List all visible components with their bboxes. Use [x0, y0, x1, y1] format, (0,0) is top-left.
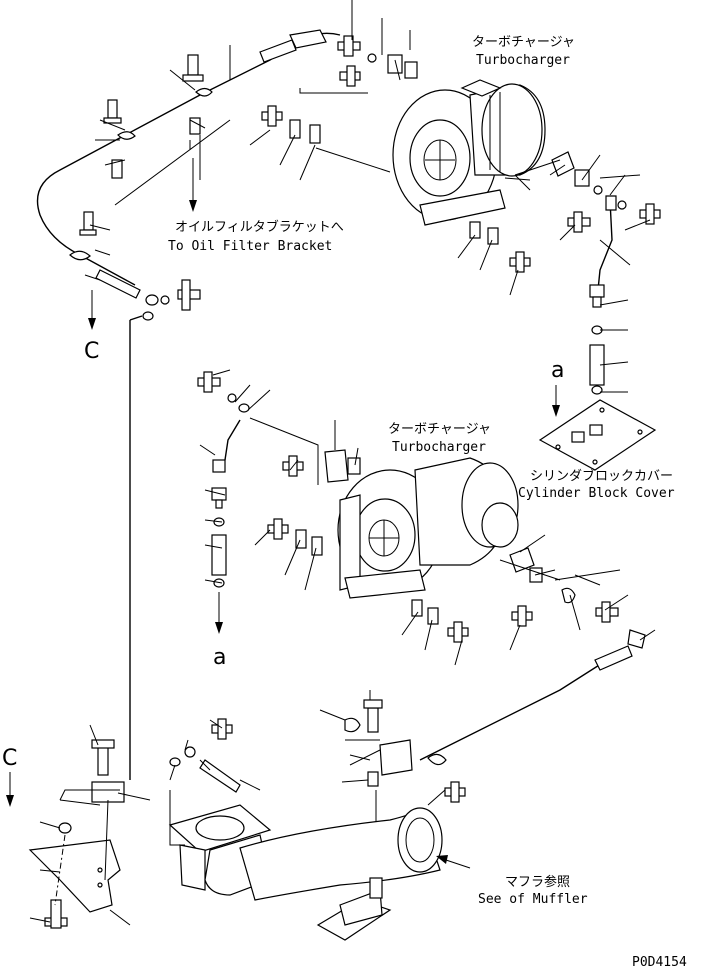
cylinder-block-cover	[538, 399, 657, 471]
drawing-number: P0D4154	[632, 955, 687, 970]
muffler-jp-label: マフラ参照	[505, 874, 570, 890]
ref-a-top-label: a	[551, 358, 564, 383]
oil-supply-tube-middle	[197, 371, 250, 588]
oil-return-tube-bottom	[344, 645, 633, 878]
turbocharger-top	[392, 79, 546, 226]
connection-lines	[59, 88, 641, 846]
oil-supply-tube-top	[551, 151, 661, 395]
text-labels: ターボチャージャ Turbocharger オイルフィルタブラケットへ To O…	[2, 35, 687, 970]
cylinder-block-jp-label: シリンダブロックカバー	[530, 468, 673, 484]
turbo-top-jp-label: ターボチャージャ	[472, 35, 575, 50]
turbo-mid-jp-label: ターボチャージャ	[388, 422, 491, 437]
turbocharger-middle	[337, 457, 519, 599]
muffler-en-label: See of Muffler	[478, 892, 588, 907]
ref-a-mid-label: a	[213, 645, 226, 670]
bolts-middle	[267, 449, 646, 649]
reference-arrows	[6, 158, 560, 869]
ref-c-top-label: C	[84, 339, 99, 364]
oil-line-vertical-left	[129, 311, 154, 780]
cylinder-block-en-label: Cylinder Block Cover	[518, 486, 675, 501]
turbo-mid-en-label: Turbocharger	[392, 440, 486, 455]
oil-return-tube-top	[36, 29, 341, 311]
turbo-top-en-label: Turbocharger	[476, 53, 570, 68]
bolts-top-center	[261, 35, 531, 273]
oil-filter-jp-label: オイルフィルタブラケットへ	[175, 219, 344, 235]
ref-c-bottom-label: C	[2, 746, 17, 771]
bracket-bottom-left	[28, 718, 241, 929]
leader-lines	[29, 0, 656, 926]
exhaust-elbow	[168, 804, 443, 941]
oil-filter-en-label: To Oil Filter Bracket	[168, 239, 332, 254]
